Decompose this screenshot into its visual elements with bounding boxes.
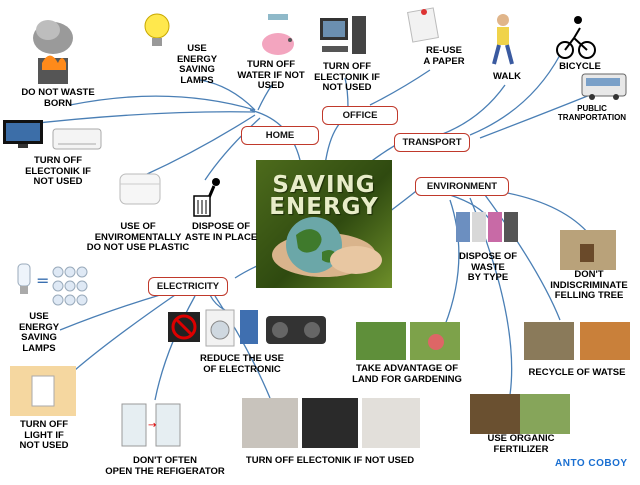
burning-trash-icon xyxy=(30,18,76,86)
trash-bin-icon xyxy=(190,176,226,218)
desktop-computer-icon xyxy=(318,14,370,60)
air-conditioner-icon xyxy=(52,126,102,152)
branch-home-plastic xyxy=(145,115,255,175)
branch-home-tv xyxy=(20,112,255,125)
plastic-container-icon xyxy=(116,168,164,208)
label-use-energy-saving-lamps-top: USE ENERGY SAVING LAMPS xyxy=(170,44,224,86)
label-dont-felling-tree: DON'T INDISCRIMINATE FELLING TREE xyxy=(540,270,638,302)
category-electricity: ELECTRICITY xyxy=(148,277,228,296)
recycle-bins-icon xyxy=(454,208,520,244)
garden-photos-icon xyxy=(356,322,460,360)
label-reduce-electronic: REDUCE THE USE OF ELECTRONIC xyxy=(186,354,298,375)
branch-office-trunk xyxy=(325,118,345,165)
author-credit: ANTO COBOY xyxy=(555,458,628,469)
label-dont-open-refrigerator: DON'T OFTEN OPEN THE REFIGERATOR xyxy=(100,456,230,477)
branch-transport-walk xyxy=(440,85,505,135)
recycling-photos-icon xyxy=(524,322,630,360)
lightbulb-icon xyxy=(140,10,174,52)
category-home: HOME xyxy=(241,126,319,145)
felled-tree-icon xyxy=(560,230,616,270)
label-recycle-waste: RECYCLE OF WATSE xyxy=(520,368,634,379)
label-walk: WALK xyxy=(484,72,530,83)
walking-person-icon xyxy=(488,12,518,68)
category-environment: ENVIRONMENT xyxy=(415,177,509,196)
category-office: OFFICE xyxy=(322,106,398,125)
label-dispose-waste-in-place: DISPOSE OF ASTE IN PLACE xyxy=(180,222,262,243)
label-use-energy-saving-lamps-left: USE ENERGY SAVING LAMPS xyxy=(10,312,68,354)
label-bicycle: BICYCLE xyxy=(548,62,612,73)
label-use-of-env-plastic: USE OF ENVIROMENTALLY DO NOT USE PLASTIC xyxy=(82,222,194,254)
globe-in-hands-icon xyxy=(256,160,392,288)
center-saving-energy: SAVING ENERGY xyxy=(256,160,392,288)
bicycle-icon xyxy=(556,14,596,60)
label-turn-off-light: TURN OFF LIGHT IF NOT USED xyxy=(6,420,82,452)
paper-note-icon xyxy=(406,4,442,44)
light-switch-icon xyxy=(10,366,76,416)
sleeping-near-laptop-icon xyxy=(242,398,420,448)
label-turn-off-electonik-home: TURN OFF ELECTONIK IF NOT USED xyxy=(6,156,110,188)
piggy-bank-faucet-icon xyxy=(256,10,300,58)
label-turn-off-electonik-office: TURN OFF ELECTONIK IF NOT USED xyxy=(300,62,394,94)
label-dispose-waste-by-type: DISPOSE OF WASTE BY TYPE xyxy=(446,252,530,284)
category-transport: TRANSPORT xyxy=(394,133,470,152)
refrigerator-icon: → xyxy=(120,402,182,448)
energy-saving-bulbs-icon: = xyxy=(10,262,88,310)
label-re-use-paper: RE-USE A PAPER xyxy=(412,46,476,67)
branch-elec-light xyxy=(75,295,175,370)
svg-text:=: = xyxy=(36,271,49,290)
organic-fertilizer-icon xyxy=(470,394,570,434)
television-icon xyxy=(2,118,44,150)
label-land-for-gardening: TAKE ADVANTAGE OF LAND FOR GARDENING xyxy=(344,364,470,385)
bus-icon xyxy=(580,70,628,102)
svg-text:→: → xyxy=(148,420,156,431)
label-public-transport: PUBLIC TRANPORTATION xyxy=(548,104,636,122)
label-do-not-waste-born: DO NOT WASTE BORN xyxy=(6,88,110,109)
label-turn-off-electonik-bottom: TURN OFF ELECTONIK IF NOT USED xyxy=(232,456,428,467)
label-use-organic-fertilizer: USE ORGANIC FERTILIZER xyxy=(476,434,566,455)
electronic-devices-icon xyxy=(166,306,330,350)
